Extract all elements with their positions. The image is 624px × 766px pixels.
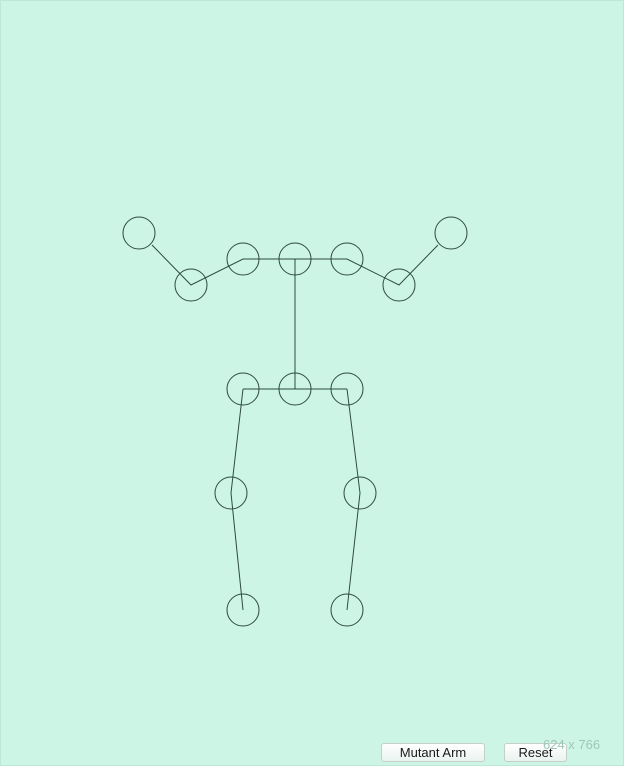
left-hand-joint[interactable]	[122, 216, 156, 250]
right-foot-joint[interactable]	[330, 593, 364, 627]
left-foot-joint[interactable]	[226, 593, 260, 627]
right-shoulder-joint[interactable]	[330, 242, 364, 276]
left-hip-joint[interactable]	[226, 372, 260, 406]
left-knee-joint[interactable]	[214, 476, 248, 510]
mutant-arm-button[interactable]: Mutant Arm	[381, 743, 485, 762]
skeleton-joints	[122, 216, 468, 627]
left-shoulder-joint[interactable]	[226, 242, 260, 276]
right-leg-bone	[346, 388, 361, 611]
right-hip-joint[interactable]	[330, 372, 364, 406]
left-elbow-joint[interactable]	[174, 268, 208, 302]
neck-joint[interactable]	[278, 242, 312, 276]
right-elbow-joint[interactable]	[382, 268, 416, 302]
left-leg-bone	[230, 388, 244, 611]
reset-button[interactable]: Reset	[504, 743, 567, 762]
right-hand-joint[interactable]	[434, 216, 468, 250]
skeleton-bones	[151, 244, 439, 611]
pelvis-joint[interactable]	[278, 372, 312, 406]
right-knee-joint[interactable]	[343, 476, 377, 510]
canvas-size-label: 624 x 766	[543, 737, 601, 752]
